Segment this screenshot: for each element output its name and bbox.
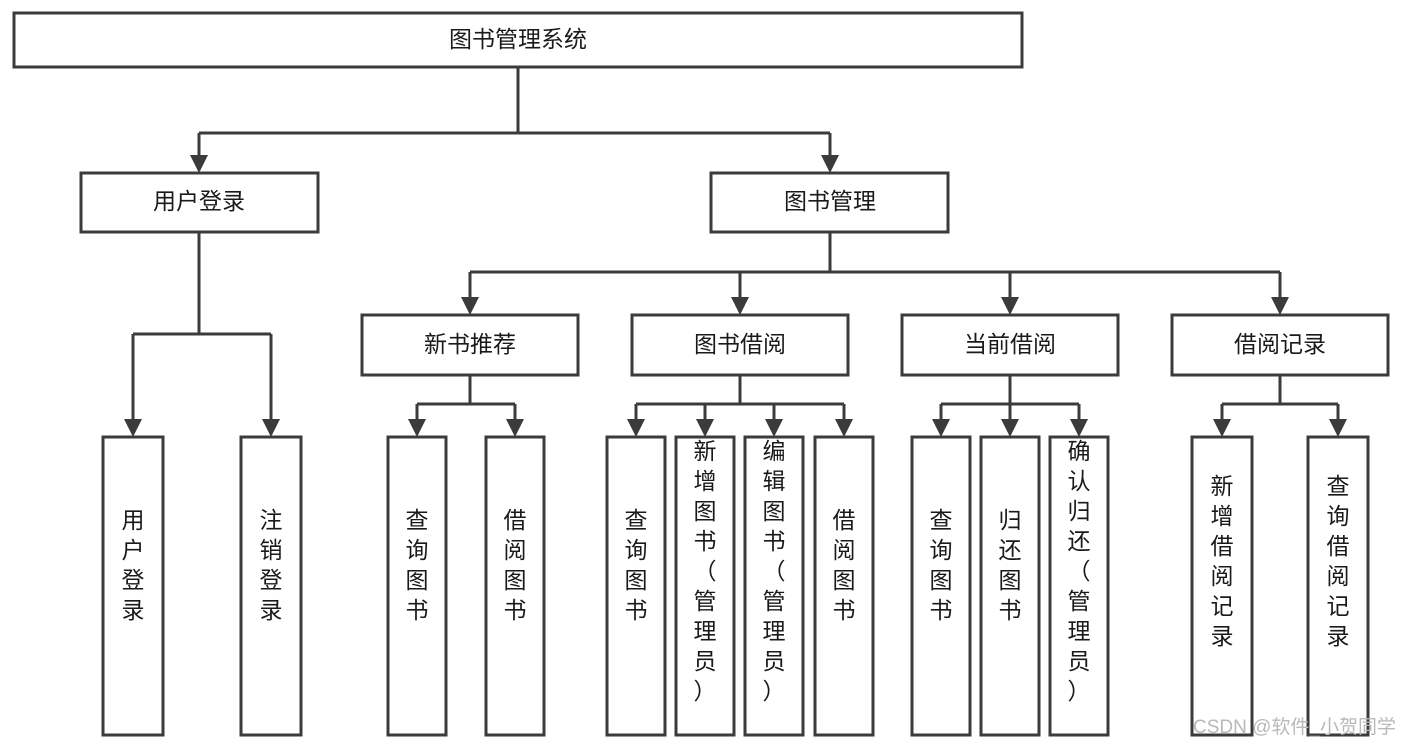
node-leaf-query-book-1[interactable]: 查询图书 <box>386 435 448 737</box>
node-root-label: 图书管理系统 <box>449 26 587 52</box>
arrow-to-leaf-user-login <box>124 419 142 437</box>
node-user-login[interactable]: 用户登录 <box>79 171 320 234</box>
node-leaf-user-logout-box[interactable] <box>239 435 303 737</box>
node-leaf-add-record-box[interactable] <box>1190 435 1254 737</box>
node-leaf-confirm-return-label: 确认归还（管理员） <box>1068 438 1091 704</box>
node-book-manage[interactable]: 图书管理 <box>709 171 950 234</box>
node-book-borrow-box[interactable] <box>630 313 850 377</box>
node-leaf-borrow-book-1-box[interactable] <box>484 435 546 737</box>
node-new-book-recommend[interactable]: 新书推荐 <box>360 313 580 377</box>
node-leaf-query-book-2[interactable]: 查询图书 <box>605 435 667 737</box>
arrow-to-leaf-edit-book <box>765 419 783 437</box>
arrow-to-leaf-confirm-return <box>1070 419 1088 437</box>
node-leaf-add-book-label: 新增图书（管理员） <box>694 438 717 704</box>
node-leaf-query-book-3-box[interactable] <box>910 435 972 737</box>
node-leaf-query-record-box[interactable] <box>1306 435 1370 737</box>
arrow-to-leaf-user-logout <box>262 419 280 437</box>
node-leaf-query-record[interactable]: 查询借阅记录 <box>1306 435 1370 737</box>
node-leaf-query-book-3-label: 查询图书 <box>930 507 953 623</box>
node-book-manage-box[interactable] <box>709 171 950 234</box>
node-leaf-add-record[interactable]: 新增借阅记录 <box>1190 435 1254 737</box>
node-leaf-user-login[interactable]: 用户登录 <box>101 435 165 737</box>
node-leaf-user-login-label: 用户登录 <box>122 507 145 623</box>
node-root[interactable]: 图书管理系统 <box>12 11 1024 69</box>
node-leaf-add-record-label: 新增借阅记录 <box>1211 473 1234 649</box>
node-leaf-borrow-book-2-label: 借阅图书 <box>833 507 856 623</box>
node-leaf-borrow-book-2[interactable]: 借阅图书 <box>813 435 875 737</box>
connector-layer <box>124 67 1347 437</box>
node-new-book-recommend-box[interactable] <box>360 313 580 377</box>
node-leaf-query-book-2-box[interactable] <box>605 435 667 737</box>
arrow-to-book-manage <box>821 155 839 173</box>
node-leaf-add-book-box[interactable] <box>674 435 736 737</box>
node-leaf-query-book-2-label: 查询图书 <box>625 507 648 623</box>
node-user-login-label: 用户登录 <box>153 188 245 214</box>
node-book-borrow[interactable]: 图书借阅 <box>630 313 850 377</box>
node-leaf-query-book-3[interactable]: 查询图书 <box>910 435 972 737</box>
node-current-borrow-label: 当前借阅 <box>964 331 1056 357</box>
arrow-to-leaf-query-book-3 <box>932 419 950 437</box>
arrow-to-leaf-add-record <box>1213 419 1231 437</box>
node-leaf-borrow-book-2-box[interactable] <box>813 435 875 737</box>
node-leaf-add-book[interactable]: 新增图书（管理员） <box>674 435 736 737</box>
arrow-to-borrow-record <box>1271 297 1289 315</box>
arrow-to-leaf-query-book-1 <box>408 419 426 437</box>
arrow-to-book-borrow <box>731 297 749 315</box>
node-leaf-return-book-label: 归还图书 <box>999 507 1022 623</box>
node-new-book-recommend-label: 新书推荐 <box>424 331 516 357</box>
node-leaf-edit-book[interactable]: 编辑图书（管理员） <box>743 435 805 737</box>
arrow-to-user-login <box>190 155 208 173</box>
node-leaf-edit-book-box[interactable] <box>743 435 805 737</box>
arrow-to-leaf-borrow-book-2 <box>835 419 853 437</box>
node-leaf-borrow-book-1[interactable]: 借阅图书 <box>484 435 546 737</box>
node-leaf-confirm-return-box[interactable] <box>1048 435 1110 737</box>
node-leaf-edit-book-label: 编辑图书（管理员） <box>763 438 786 704</box>
node-book-manage-label: 图书管理 <box>784 188 876 214</box>
node-leaf-borrow-book-1-label: 借阅图书 <box>504 507 527 623</box>
node-leaf-query-record-label: 查询借阅记录 <box>1327 473 1350 649</box>
arrow-to-leaf-add-book <box>696 419 714 437</box>
node-leaf-confirm-return[interactable]: 确认归还（管理员） <box>1048 435 1110 737</box>
node-borrow-record-box[interactable] <box>1170 313 1390 377</box>
arrow-to-leaf-query-record <box>1329 419 1347 437</box>
node-leaf-user-login-box[interactable] <box>101 435 165 737</box>
arrow-to-leaf-return-book <box>1001 419 1019 437</box>
arrow-to-new-book-recommend <box>461 297 479 315</box>
csdn-watermark: CSDN @软件_小贺同学 <box>1193 716 1396 738</box>
node-leaf-user-logout-label: 注销登录 <box>260 507 283 623</box>
arrow-to-current-borrow <box>1001 297 1019 315</box>
arrow-to-leaf-query-book-2 <box>627 419 645 437</box>
node-leaf-user-logout[interactable]: 注销登录 <box>239 435 303 737</box>
node-leaf-return-book-box[interactable] <box>979 435 1041 737</box>
node-borrow-record[interactable]: 借阅记录 <box>1170 313 1390 377</box>
node-current-borrow-box[interactable] <box>900 313 1120 377</box>
node-book-borrow-label: 图书借阅 <box>694 331 786 357</box>
node-user-login-box[interactable] <box>79 171 320 234</box>
node-leaf-return-book[interactable]: 归还图书 <box>979 435 1041 737</box>
node-borrow-record-label: 借阅记录 <box>1234 331 1326 357</box>
node-leaf-query-book-1-label: 查询图书 <box>406 507 429 623</box>
arrow-to-leaf-borrow-book-1 <box>506 419 524 437</box>
node-root-box[interactable] <box>12 11 1024 69</box>
node-current-borrow[interactable]: 当前借阅 <box>900 313 1120 377</box>
node-leaf-query-book-1-box[interactable] <box>386 435 448 737</box>
